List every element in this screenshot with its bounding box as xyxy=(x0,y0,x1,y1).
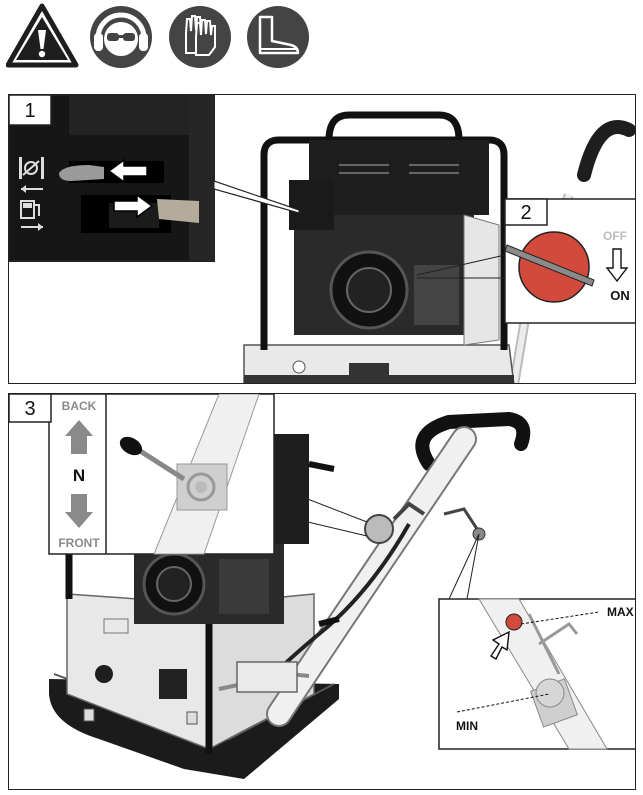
arrow-down-icon xyxy=(605,248,629,283)
lower-illustration-panel: BACK N FRONT 3 xyxy=(8,393,636,790)
safety-icons-row xyxy=(5,3,311,69)
on-label: ON xyxy=(610,288,630,303)
direction-lever-inset: BACK N FRONT xyxy=(48,394,275,555)
safety-boots-icon xyxy=(247,6,309,68)
direction-lever-knob xyxy=(119,436,143,456)
arrow-up-right-icon xyxy=(490,630,510,660)
arrow-left-icon xyxy=(107,158,148,184)
step-2-number: 2 xyxy=(520,202,531,224)
front-label: FRONT xyxy=(58,536,100,550)
fuel-valve-inset: OFF ON 2 xyxy=(504,198,635,324)
max-label: MAX xyxy=(607,605,634,619)
off-label: OFF xyxy=(603,229,627,243)
throttle-inset: MAX MIN xyxy=(438,598,635,750)
min-label: MIN xyxy=(456,719,478,733)
choke-lever-inset: 1 xyxy=(9,95,215,262)
arrow-down-grey-icon xyxy=(65,494,93,528)
arrow-up-icon xyxy=(65,420,93,454)
safety-icons-svg xyxy=(5,3,309,68)
throttle-lever-knob xyxy=(505,613,523,631)
back-label: BACK xyxy=(62,399,97,413)
compactor-direction-illustration: BACK N FRONT 3 xyxy=(9,394,635,779)
fuel-pump-icon xyxy=(20,200,43,231)
protective-gloves-icon xyxy=(169,6,231,68)
step-3-number: 3 xyxy=(24,398,35,420)
choke-closed-icon xyxy=(19,157,44,193)
upper-illustration-panel: 1 OFF ON 2 xyxy=(8,94,636,384)
compactor-engine-illustration: 1 OFF ON 2 xyxy=(9,95,635,383)
machine-frame xyxy=(243,111,635,383)
step-1-number: 1 xyxy=(24,100,35,122)
neutral-label: N xyxy=(73,466,85,485)
ear-eye-protection-icon xyxy=(90,6,152,68)
warning-triangle-icon xyxy=(5,3,79,68)
arrow-right-icon xyxy=(113,193,154,219)
